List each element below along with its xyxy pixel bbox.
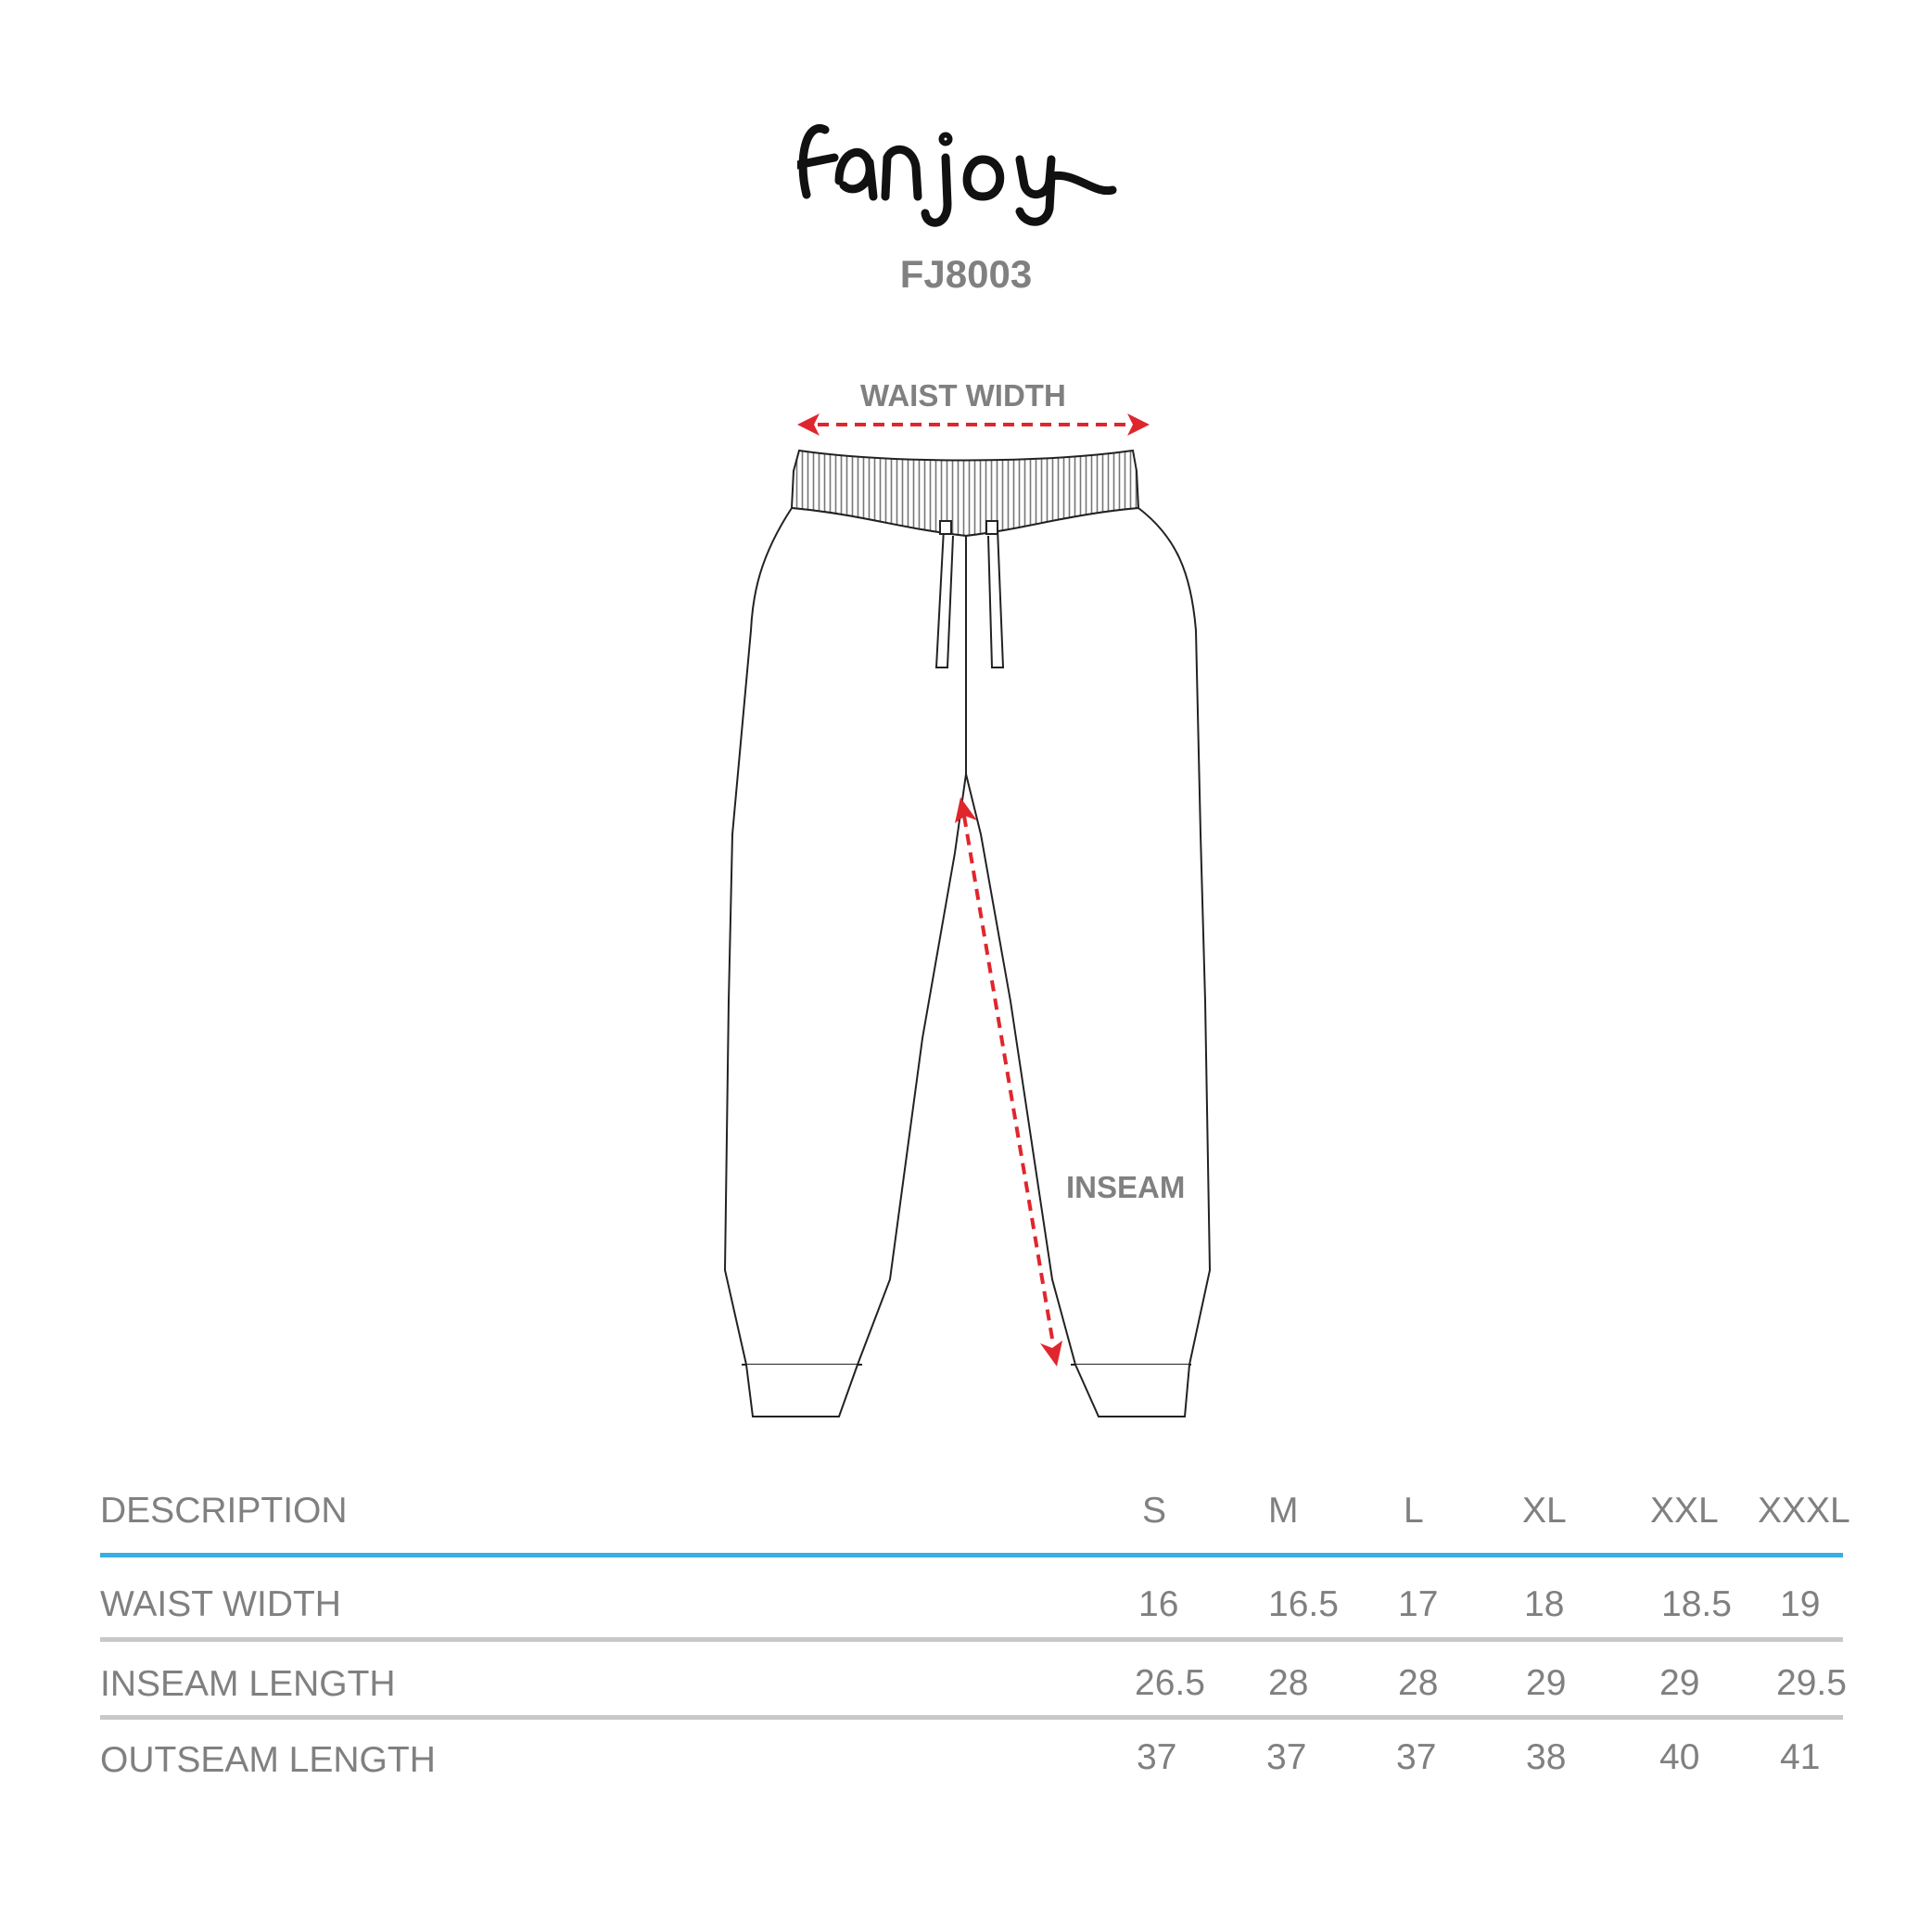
header-size-m: M (1268, 1491, 1299, 1531)
header-size-xxxl: XXXL (1758, 1491, 1850, 1531)
row-divider (100, 1715, 1843, 1720)
table-cell: 37 (1396, 1737, 1437, 1777)
garment-diagram (723, 413, 1212, 1417)
row-divider (100, 1637, 1843, 1642)
table-cell: 26.5 (1135, 1663, 1205, 1703)
header-size-xxl: XXL (1650, 1491, 1719, 1531)
row-label-waist-width: WAIST WIDTH (100, 1584, 341, 1624)
drawstring-knot-left (939, 520, 952, 535)
cuff-right-bottom (1074, 1364, 1190, 1417)
row-label-outseam-length: OUTSEAM LENGTH (100, 1740, 436, 1780)
drawstring-left (934, 527, 954, 668)
table-cell: 16 (1138, 1584, 1179, 1624)
fanjoy-logo (797, 124, 1117, 227)
table-cell: 28 (1398, 1663, 1439, 1703)
style-code: FJ8003 (899, 252, 1033, 296)
header-size-xl: XL (1522, 1491, 1567, 1531)
header-size-s: S (1142, 1491, 1167, 1531)
table-cell: 41 (1780, 1737, 1821, 1777)
table-cell: 40 (1659, 1737, 1700, 1777)
table-cell: 19 (1780, 1584, 1821, 1624)
row-label-inseam-length: INSEAM LENGTH (100, 1664, 396, 1704)
table-cell: 37 (1137, 1737, 1177, 1777)
table-cell: 17 (1398, 1584, 1439, 1624)
table-cell: 37 (1266, 1737, 1307, 1777)
table-cell: 29.5 (1776, 1663, 1847, 1703)
table-cell: 16.5 (1268, 1584, 1339, 1624)
inseam-arrow (955, 797, 1062, 1366)
table-cell: 18.5 (1661, 1584, 1732, 1624)
inseam-label: INSEAM (1066, 1170, 1186, 1204)
drawstring-knot-right (985, 520, 998, 535)
header-divider (100, 1553, 1843, 1557)
table-cell: 29 (1526, 1663, 1567, 1703)
drawstring-right (987, 527, 1005, 668)
table-cell: 18 (1524, 1584, 1565, 1624)
table-cell: 38 (1526, 1737, 1567, 1777)
header-size-l: L (1404, 1491, 1424, 1531)
header-description: DESCRIPTION (100, 1491, 348, 1531)
table-cell: 28 (1268, 1663, 1309, 1703)
waist-width-arrow (797, 413, 1150, 436)
waist-width-label: WAIST WIDTH (860, 378, 1066, 413)
table-cell: 29 (1659, 1663, 1700, 1703)
cuff-left-bottom (745, 1364, 858, 1417)
